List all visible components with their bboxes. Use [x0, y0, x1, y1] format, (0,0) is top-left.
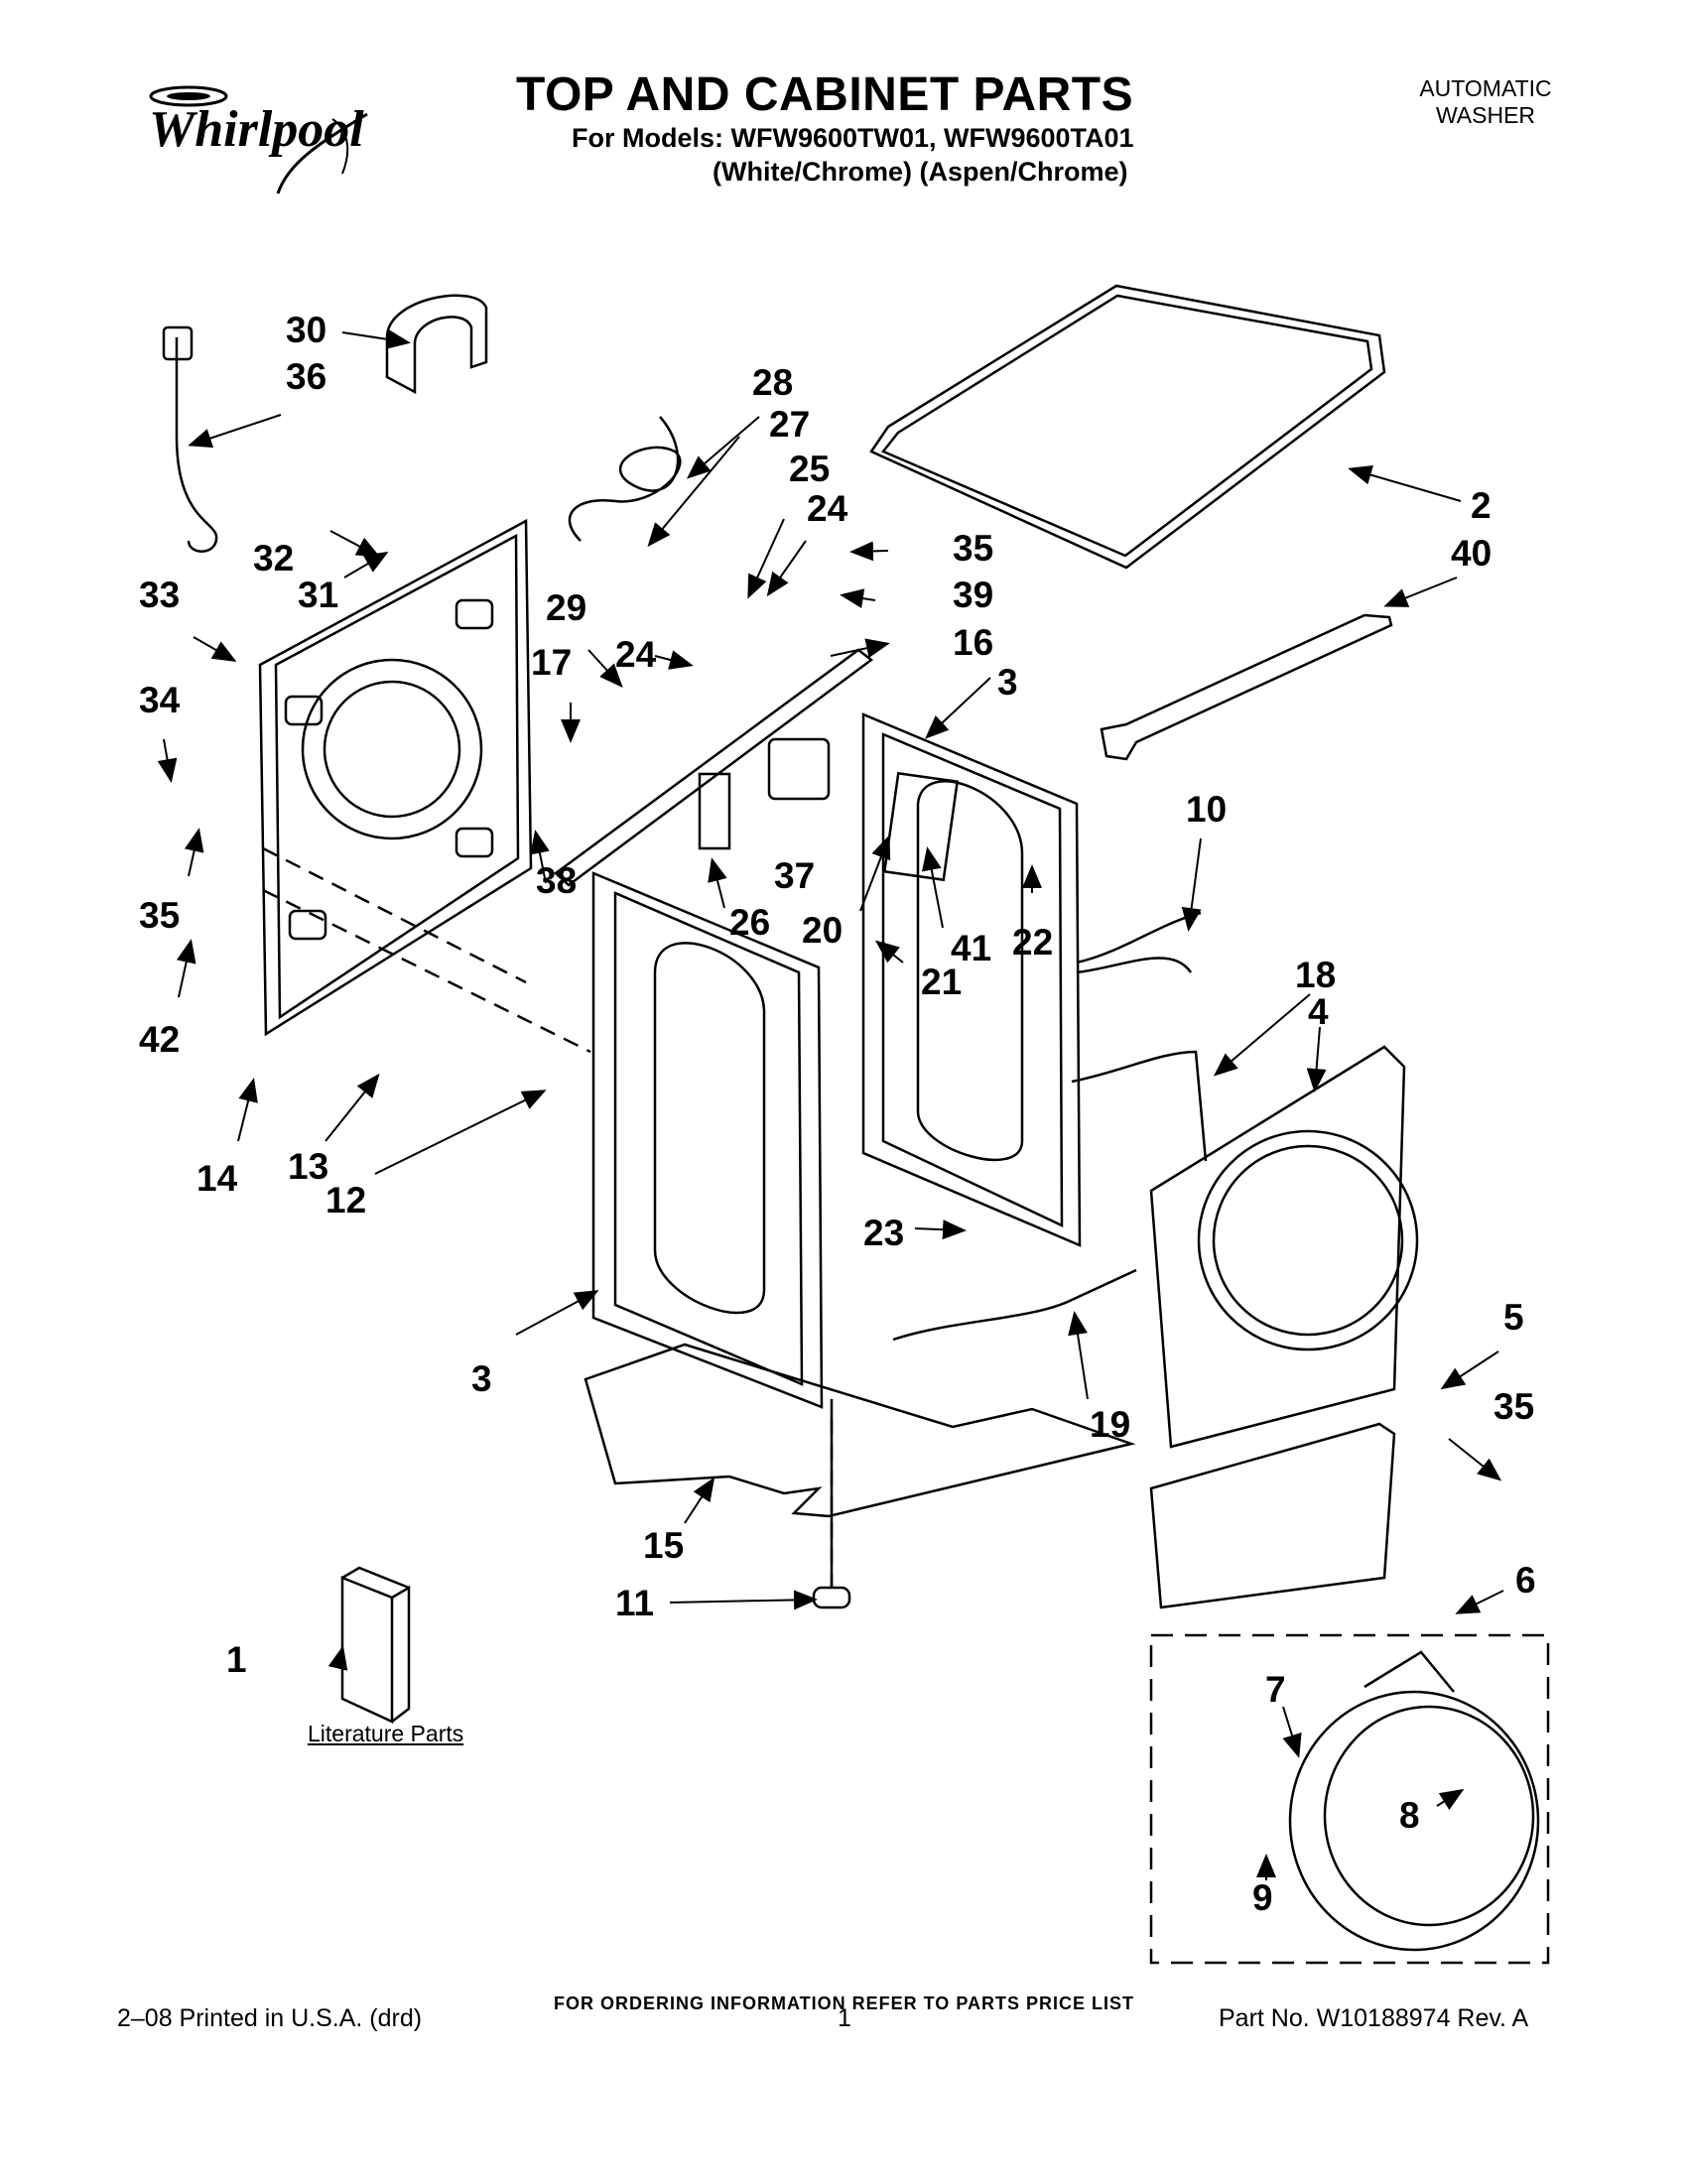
drain-hose-drawing: [175, 337, 218, 553]
callout-22: 22: [1012, 922, 1053, 963]
page-title: TOP AND CABINET PARTS: [516, 68, 1134, 121]
callout-20: 20: [802, 910, 843, 951]
callout-18: 18: [1295, 955, 1336, 995]
callout-2: 2: [1471, 485, 1492, 526]
callout-7: 7: [1265, 1669, 1286, 1710]
callout-38: 38: [536, 860, 577, 901]
callout-19: 19: [1090, 1404, 1130, 1445]
wire-harness-upper-drawing: [1076, 911, 1202, 974]
callout-3-left: 3: [471, 1358, 492, 1399]
callout-12: 12: [325, 1180, 366, 1220]
product-line-1: AUTOMATIC: [1419, 75, 1552, 101]
callout-13: 13: [288, 1146, 328, 1187]
water-valve-drawing: [767, 737, 831, 801]
callout-35-left: 35: [139, 895, 180, 936]
top-panel-drawing: [869, 284, 1386, 570]
hose-fitting-drawing: [162, 325, 194, 361]
callout-35-right: 35: [953, 528, 993, 569]
callout-39: 39: [953, 575, 993, 615]
toe-panel-drawing: [1149, 1422, 1396, 1609]
callout-40: 40: [1451, 533, 1492, 574]
seal-ring-drawing: [1288, 1650, 1540, 1952]
callout-23: 23: [863, 1213, 904, 1253]
callout-29: 29: [546, 587, 586, 628]
callout-16: 16: [953, 622, 993, 663]
svg-text:Whirlpool: Whirlpool: [149, 101, 364, 158]
callout-35-toe: 35: [1493, 1386, 1534, 1427]
callout-15: 15: [643, 1525, 684, 1566]
callout-26: 26: [729, 902, 770, 943]
callout-6: 6: [1515, 1560, 1536, 1601]
callout-4: 4: [1308, 991, 1329, 1032]
base-pan-drawing: [584, 1343, 1136, 1518]
callout-9: 9: [1252, 1877, 1273, 1918]
callout-8: 8: [1399, 1795, 1420, 1836]
wire-harness-front-drawing: [1071, 1050, 1208, 1162]
top-bracket-drawing: [1100, 613, 1393, 761]
front-panel-drawing: [1149, 1045, 1419, 1449]
leader-arrows: [157, 329, 1504, 1880]
callout-14: 14: [196, 1158, 238, 1199]
callout-24-lower: 24: [615, 634, 657, 675]
callout-21: 21: [921, 962, 962, 1002]
literature-parts-label: Literature Parts: [308, 1721, 464, 1746]
seal-kit-box: [1149, 1633, 1550, 1965]
callout-3-right: 3: [997, 662, 1018, 703]
callout-5: 5: [1503, 1297, 1524, 1338]
callout-27: 27: [769, 404, 810, 445]
drain-tube-drawing: [698, 772, 731, 850]
page-number: 1: [838, 2004, 851, 2032]
callout-31: 31: [298, 575, 338, 615]
part-number: Part No. W10188974 Rev. A: [1219, 2004, 1529, 2032]
literature-booklet-drawing: [340, 1566, 411, 1724]
product-line-2: WASHER: [1435, 102, 1536, 128]
callout-10: 10: [1186, 789, 1227, 830]
callout-30: 30: [286, 310, 326, 350]
callout-36: 36: [286, 356, 326, 397]
callout-25: 25: [789, 449, 830, 489]
callout-41: 41: [951, 928, 991, 968]
callout-labels: 1 2 3 3 4 5 6 7 8 9 10 11 12 13 14 15 16…: [139, 310, 1536, 1918]
rear-panel-drawing: [258, 518, 533, 1037]
callout-11: 11: [615, 1583, 654, 1623]
callout-17: 17: [531, 642, 572, 683]
callout-32: 32: [253, 538, 294, 578]
right-side-panel-drawing: [861, 712, 1082, 1247]
callout-28: 28: [752, 362, 793, 403]
console-bracket-drawing: [554, 648, 874, 887]
callout-37: 37: [774, 855, 815, 896]
colors-line: (White/Chrome) (Aspen/Chrome): [713, 157, 1128, 187]
callout-1: 1: [226, 1639, 247, 1680]
wire-harness-lower-drawing: [892, 1268, 1137, 1342]
print-info: 2–08 Printed in U.S.A. (drd): [117, 2004, 423, 2032]
whirlpool-logo: Whirlpool: [149, 85, 368, 194]
product-type: AUTOMATIC WASHER: [1401, 75, 1570, 129]
callout-34: 34: [139, 680, 181, 720]
power-cord-drawing: [568, 416, 682, 542]
assembly-dashed-lines: [262, 846, 834, 1588]
ordering-note: FOR ORDERING INFORMATION REFER TO PARTS …: [553, 1993, 1134, 2013]
callout-42: 42: [139, 1019, 180, 1060]
left-side-panel-drawing: [591, 871, 824, 1409]
callout-24-upper: 24: [807, 488, 848, 529]
models-line: For Models: WFW9600TW01, WFW9600TA01: [572, 123, 1134, 153]
hose-guide-drawing: [385, 294, 488, 395]
control-board-drawing: [882, 771, 960, 882]
callout-33: 33: [139, 575, 180, 615]
